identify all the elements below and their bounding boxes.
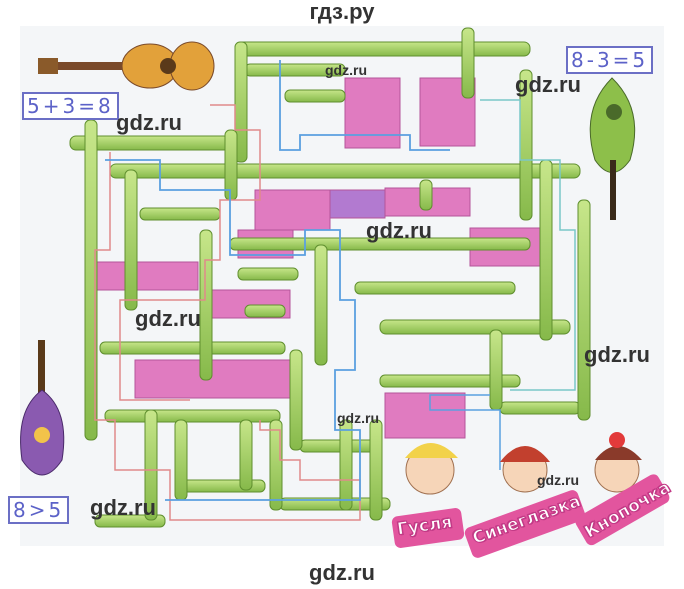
watermark: gdz.ru (515, 72, 581, 97)
watermark: gdz.ru (325, 62, 367, 78)
watermark: gdz.ru (90, 495, 156, 520)
blue-path (105, 159, 361, 501)
equation-bottom-left: 8>5 (8, 496, 70, 524)
balalaika-icon (589, 77, 636, 220)
children-illustration (405, 432, 642, 495)
watermark: gdz.ru (337, 410, 379, 426)
watermark: gdz.ru (537, 472, 579, 488)
watermark: gdz.ru (366, 218, 432, 243)
watermark: gdz.ru (584, 342, 650, 367)
site-header: гдз.ру (309, 0, 375, 24)
guitar-icon (38, 41, 215, 91)
watermark: gdz.ru (135, 306, 201, 331)
equation-top-right: 8-3=5 (566, 46, 654, 74)
watermark: gdz.ru (116, 110, 182, 135)
site-footer: gdz.ru (309, 560, 375, 585)
equation-top-left: 5+3=8 (22, 92, 119, 120)
name-cards (391, 474, 670, 558)
mandolin-icon (20, 340, 65, 476)
red-path (94, 152, 361, 521)
vertical-sticks (84, 27, 591, 521)
